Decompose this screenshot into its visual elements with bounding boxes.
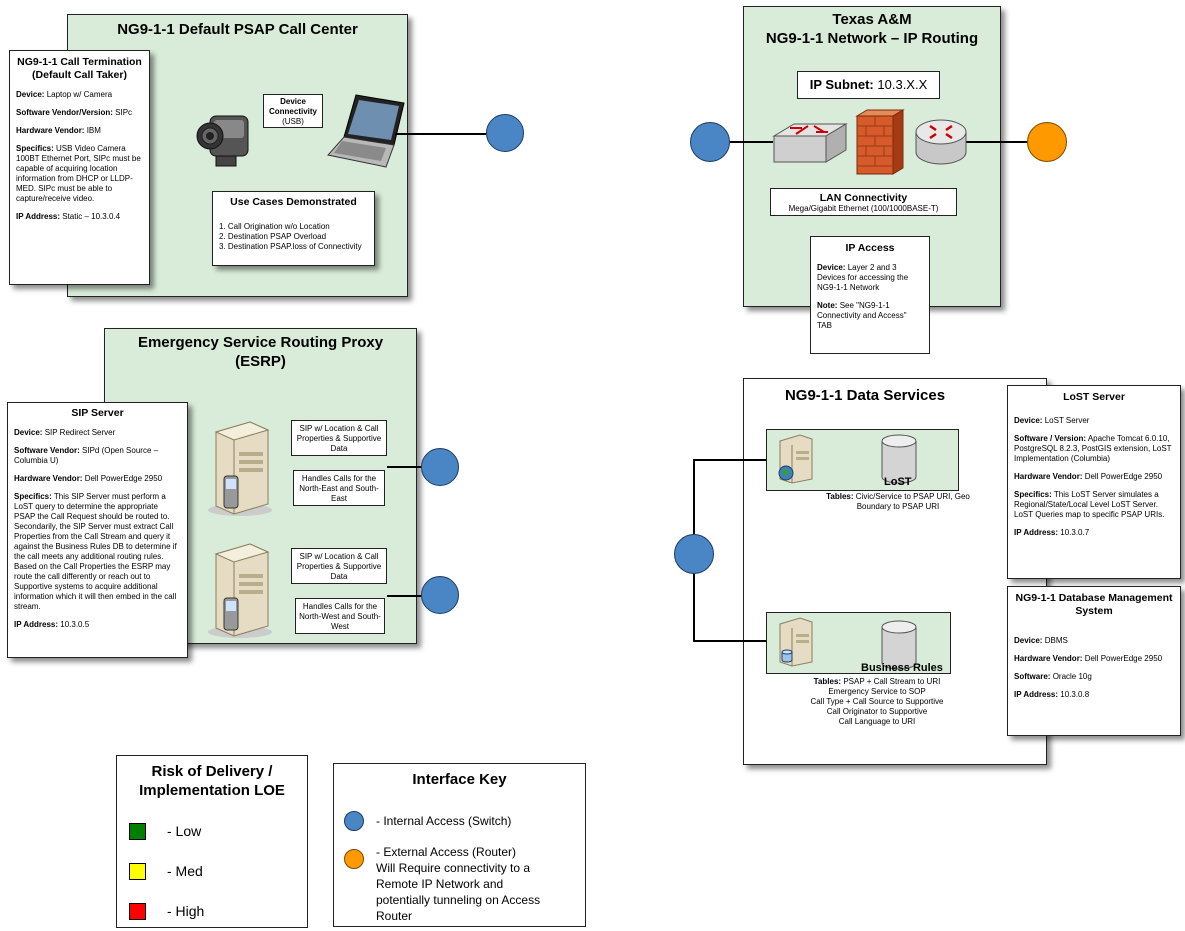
business-rules-label: Business Rules: [861, 662, 943, 674]
interface-key: Interface Key - Internal Access (Switch)…: [333, 763, 586, 927]
risk-med-label: - Med: [167, 863, 203, 879]
ip-access-card: IP Access Device: Layer 2 and 3 Devices …: [810, 236, 930, 354]
call-termination-card: NG9-1-1 Call Termination (Default Call T…: [9, 50, 150, 285]
handles-calls-label-2: Handles Calls for the North-West and Sou…: [295, 598, 385, 634]
lan-connectivity-sub: Mega/Gigabit Ethernet (100/1000BASE-T): [788, 204, 939, 213]
router-icon: [915, 119, 967, 165]
ip-address-field: IP Address: Static – 10.3.0.4: [16, 212, 121, 221]
risk-title-line1: Risk of Delivery /: [151, 763, 273, 780]
ip-address-field: IP Address: 10.3.0.7: [1014, 528, 1090, 537]
esrp-connector-2: [387, 595, 422, 597]
server-with-database-icon: [779, 617, 813, 667]
sip-server-card: SIP Server Device: SIP Redirect Server S…: [7, 402, 188, 658]
lost-server-title: LoST Server: [1063, 391, 1125, 403]
use-case-item: 3. Destination PSAP.loss of Connectivity: [219, 242, 362, 251]
risk-low-swatch: [129, 823, 146, 840]
risk-high-label: - High: [167, 903, 205, 919]
external-access-key-label: - External Access (Router) Will Require …: [376, 845, 541, 923]
hardware-field: Hardware Vendor: IBM: [16, 126, 101, 135]
lost-connector: [693, 459, 766, 461]
texas-external-access-node: [1027, 122, 1067, 162]
dbms-title: NG9-1-1 Database Management System: [1015, 592, 1173, 617]
risk-med-swatch: [129, 863, 146, 880]
lan-connectivity-title: LAN Connectivity: [819, 192, 908, 204]
server-with-globe-icon: [778, 434, 813, 484]
software-field: Software / Version: Apache Tomcat 6.0.10…: [1014, 434, 1172, 463]
esrp-title-line2: (ESRP): [235, 353, 286, 370]
psap-internal-access-node: [486, 114, 524, 152]
sip-location-label-1: SIP w/ Location & Call Properties & Supp…: [291, 420, 387, 456]
specifics-field: Specifics: This SIP Server must perform …: [14, 492, 177, 611]
software-field: Software Vendor/Version: SIPc: [16, 108, 133, 117]
device-field: Device: Laptop w/ Camera: [16, 90, 113, 99]
device-field: Device: Layer 2 and 3 Devices for access…: [817, 263, 909, 292]
ip-subnet-box: IP Subnet: 10.3.X.X: [797, 71, 940, 99]
dbms-card: NG9-1-1 Database Management System Devic…: [1007, 586, 1181, 736]
texas-title-line2: NG9-1-1 Network – IP Routing: [765, 30, 979, 47]
ip-subnet-value: 10.3.X.X: [877, 77, 928, 92]
note-field: Note: See "NG9-1-1 Connectivity and Acce…: [817, 301, 907, 330]
handles-calls-label-1: Handles Calls for the North-East and Sou…: [293, 470, 385, 506]
laptop-icon: [327, 94, 405, 168]
esrp-internal-access-node-2: [421, 576, 459, 614]
texas-internal-access-node: [690, 122, 730, 162]
esrp-internal-access-node-1: [421, 448, 459, 486]
texas-title-line1: Texas A&M: [832, 11, 912, 28]
device-connectivity-title: Device Connectivity: [268, 97, 317, 116]
risk-title-line2: Implementation LOE: [139, 782, 285, 799]
switch-icon: [772, 123, 848, 163]
software-field: Software: Oracle 10g: [1014, 672, 1092, 681]
business-rules-tables: Tables: PSAP + Call Stream to URI Emerge…: [810, 677, 944, 726]
lost-server-card: LoST Server Device: LoST Server Software…: [1007, 385, 1181, 579]
sip-location-label-2: SIP w/ Location & Call Properties & Supp…: [291, 548, 387, 584]
ip-address-field: IP Address: 10.3.0.8: [1014, 690, 1090, 699]
lost-tables: Tables: Civic/Service to PSAP URI, Geo B…: [826, 492, 970, 511]
database-icon: [881, 620, 917, 670]
use-cases-box: Use Cases Demonstrated 1. Call Originati…: [212, 191, 375, 266]
psap-title: NG9-1-1 Default PSAP Call Center: [117, 21, 358, 38]
psap-connector: [395, 133, 487, 135]
ip-access-title: IP Access: [845, 242, 895, 254]
lan-connectivity-box: LAN Connectivity Mega/Gigabit Ethernet (…: [770, 188, 957, 216]
lost-label: LoST: [884, 476, 912, 488]
use-cases-title: Use Cases Demonstrated: [230, 196, 357, 208]
hardware-field: Hardware Vendor: Dell PowerEdge 2950: [1014, 654, 1163, 663]
device-connectivity-sub: (USB): [282, 117, 304, 126]
device-connectivity-box: Device Connectivity (USB): [263, 94, 323, 128]
ip-subnet-label: IP Subnet:: [809, 77, 874, 92]
sip-server-title: SIP Server: [71, 407, 124, 419]
use-case-item: 2. Destination PSAP Overload: [219, 232, 327, 241]
software-field: Software Vendor: SIPd (Open Source – Col…: [14, 446, 159, 465]
risk-low-label: - Low: [167, 823, 202, 839]
external-access-key-node: [344, 849, 364, 869]
database-icon: [881, 434, 917, 484]
data-services-title: NG9-1-1 Data Services: [784, 387, 946, 404]
esrp-title-line1: Emergency Service Routing Proxy: [137, 334, 384, 351]
hardware-field: Hardware Vendor: Dell PowerEdge 2950: [14, 474, 163, 483]
server-with-phone-icon: [208, 543, 272, 638]
risk-legend: Risk of Delivery / Implementation LOE - …: [116, 755, 308, 928]
texas-connector-right: [966, 141, 1028, 143]
business-connector: [693, 640, 766, 642]
device-field: Device: LoST Server: [1014, 416, 1090, 425]
specifics-field: Specifics: This LoST Server simulates a …: [1014, 490, 1165, 519]
texas-connector-left: [729, 141, 773, 143]
call-termination-title: NG9-1-1 Call Termination (Default Call T…: [17, 56, 142, 81]
data-services-internal-access-node: [674, 534, 714, 574]
interface-key-title: Interface Key: [412, 771, 507, 788]
firewall-icon: [855, 109, 905, 175]
device-field: Device: SIP Redirect Server: [14, 428, 116, 437]
hardware-field: Hardware Vendor: Dell PowerEdge 2950: [1014, 472, 1163, 481]
internal-access-key-label: - Internal Access (Switch): [376, 814, 512, 828]
internal-access-key-node: [344, 811, 364, 831]
server-with-phone-icon: [208, 421, 272, 516]
risk-high-swatch: [129, 903, 146, 920]
device-field: Device: DBMS: [1014, 636, 1068, 645]
esrp-connector-1: [387, 466, 422, 468]
video-camera-icon: [196, 115, 249, 167]
ip-address-field: IP Address: 10.3.0.5: [14, 620, 90, 629]
specifics-field: Specifics: USB Video Camera 100BT Ethern…: [16, 144, 141, 203]
use-case-item: 1. Call Origination w/o Location: [219, 222, 330, 231]
